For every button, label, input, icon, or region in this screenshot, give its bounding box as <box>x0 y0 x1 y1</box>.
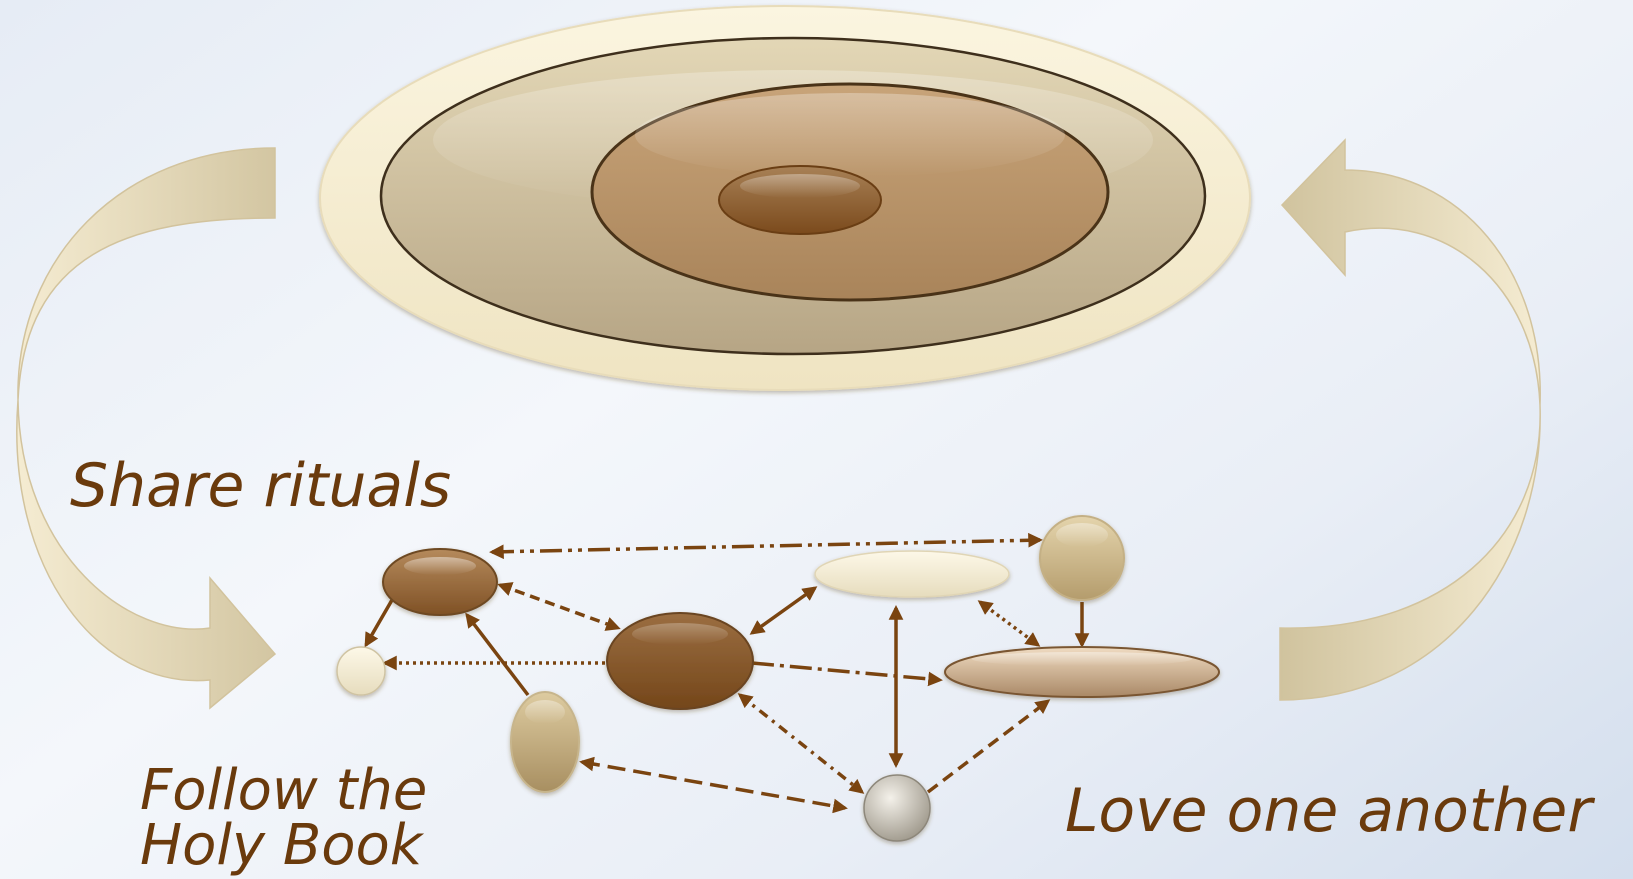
arrow-k-to-a <box>465 612 530 697</box>
left-curved-arrow <box>16 147 277 710</box>
arrow-c-to-b <box>749 586 818 635</box>
arrow-a-to-r <box>489 532 1043 560</box>
arrow-a-to-s <box>364 599 394 648</box>
node-long-tan-oval <box>944 646 1220 698</box>
arrow-k-to-g <box>579 756 848 814</box>
node-khaki-circle <box>1039 515 1125 601</box>
node-khaki-vertical-oval <box>510 691 580 793</box>
arrow-c-to-f <box>751 661 943 687</box>
share-rituals-label: Share rituals <box>70 451 452 521</box>
arrow-b-to-f <box>977 600 1041 647</box>
follow-line-1: Follow the <box>140 758 428 823</box>
connector-arrows <box>364 532 1090 814</box>
arrow-a-to-c <box>497 582 621 631</box>
node-gray-sphere <box>863 774 931 842</box>
follow-holy-book-label: Follow the Holy Book <box>140 758 428 878</box>
node-small-cream-circle <box>336 646 386 696</box>
node-dark-brown-center <box>606 612 754 710</box>
follow-line-2: Holy Book <box>140 813 423 878</box>
arrow-c-to-g <box>737 693 865 794</box>
arrow-g-to-f <box>926 699 1051 794</box>
concentric-ovals <box>319 5 1251 391</box>
love-one-another-label: Love one another <box>1065 776 1592 846</box>
node-brown-oval-a <box>382 548 498 616</box>
node-cream-long-oval <box>814 550 1010 598</box>
right-curved-arrow <box>1279 138 1541 701</box>
network-nodes <box>336 515 1220 842</box>
